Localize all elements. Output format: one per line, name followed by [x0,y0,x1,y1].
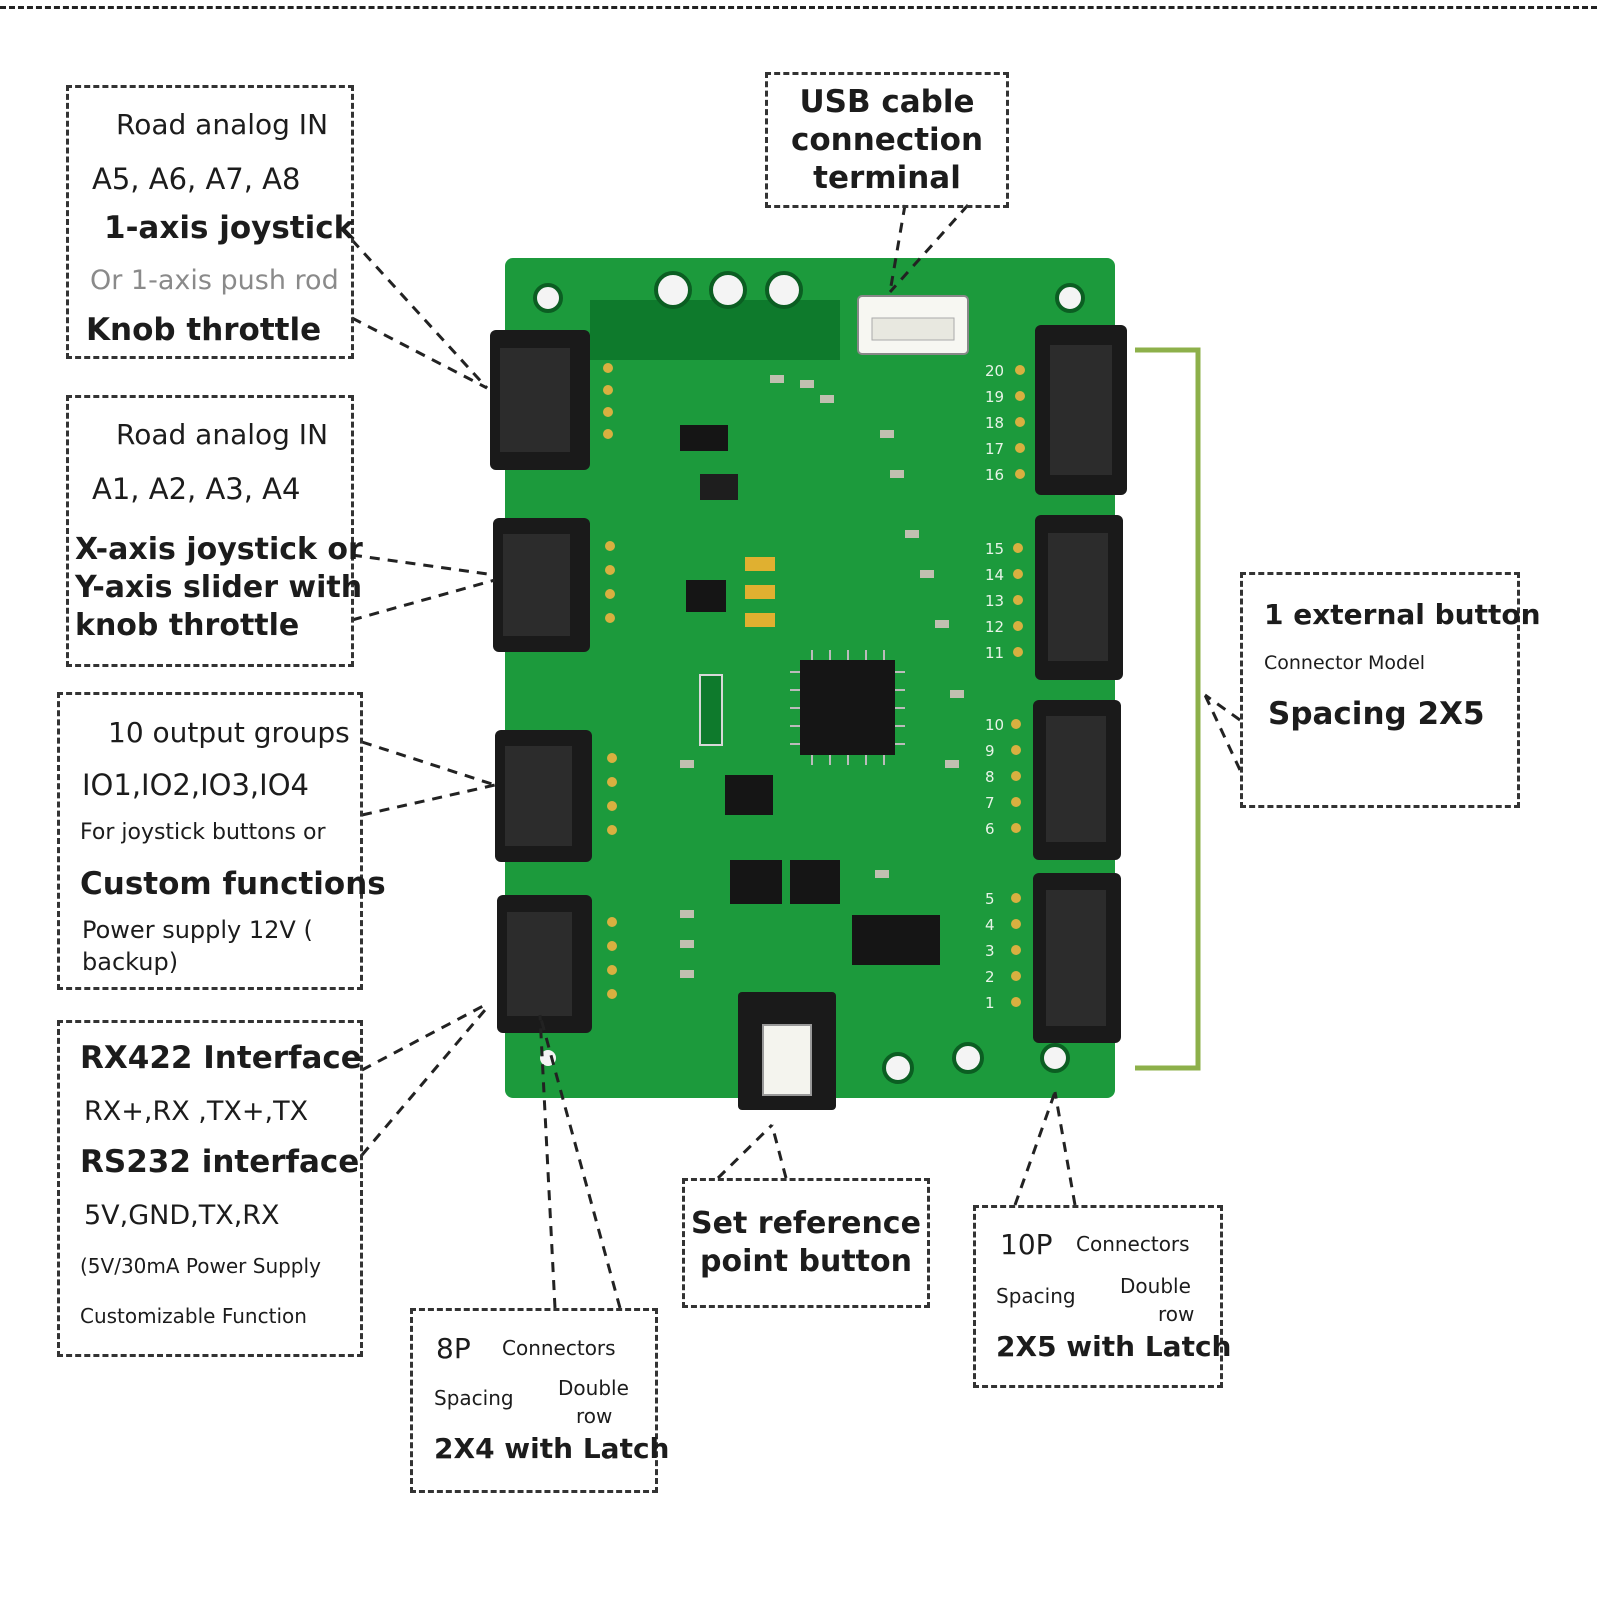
conn8-connectors: Connectors [502,1336,616,1360]
external-button-line3: Spacing 2X5 [1268,696,1485,732]
mount-hole [952,1042,984,1074]
conn10-count: 10P [1000,1228,1053,1261]
pin-number-label: 4 [985,916,995,934]
conn10-row: row [1158,1302,1195,1326]
external-button-line2: Connector Model [1264,652,1426,674]
road-analog-line1: 1-axis joystick [104,210,355,246]
road-analog2-line1: X-axis joystick or [75,532,363,567]
conn10-connectors: Connectors [1076,1232,1190,1256]
road-analog2-line2: Y-axis slider with [75,570,363,605]
road-analog2-line3: knob throttle [75,608,300,643]
mount-hole [1040,1043,1070,1073]
rx422-pins: RX+,RX ,TX+,TX [84,1096,309,1127]
pin-number-label: 19 [985,388,1004,406]
rs232-pins: 5V,GND,TX,RX [84,1200,280,1231]
right-connector-3 [1033,700,1121,860]
mount-hole [709,271,747,309]
left-connector-2 [493,518,590,652]
external-button-line1: 1 external button [1264,598,1541,631]
pin-number-label: 6 [985,820,995,838]
rx422-label: RX422 Interface [80,1040,362,1076]
output-groups-line2: Custom functions [80,866,386,902]
callout-usb-terminal [765,72,1009,208]
rs232-label: RS232 interface [80,1144,360,1180]
pcb-label-strip [590,300,840,360]
callout-8p-connectors [410,1308,658,1493]
pin-number-label: 15 [985,540,1004,558]
road-analog-line3: Knob throttle [86,312,322,348]
pin-number-label: 11 [985,644,1004,662]
conn10-spec: 2X5 with Latch [996,1330,1232,1363]
callout-road-analog-a1-a4 [66,395,354,667]
callout-output-groups [57,692,363,990]
serial-custom: Customizable Function [80,1304,307,1328]
right-connector-2 [1035,515,1123,680]
pin-number-label: 14 [985,566,1004,584]
callout-10p-connectors [973,1205,1223,1388]
bracket-line [1135,347,1201,1071]
pin-number-label: 18 [985,414,1004,432]
road-analog-title: Road analog IN [116,108,329,141]
left-connector-4 [497,895,592,1033]
mount-hole [654,271,692,309]
road-analog2-pins: A1, A2, A3, A4 [92,472,301,506]
pin-number-label: 17 [985,440,1004,458]
pin-number-label: 10 [985,716,1004,734]
right-connector-4 [1033,873,1121,1043]
mcu-chip [800,660,895,755]
conn8-spec: 2X4 with Latch [434,1432,670,1465]
road-analog-pins: A5, A6, A7, A8 [92,162,301,196]
conn8-count: 8P [436,1332,471,1365]
pin-number-label: 13 [985,592,1004,610]
mount-hole [882,1052,914,1084]
pin-number-label: 3 [985,942,995,960]
output-groups-title: 10 output groups [108,716,350,749]
mount-hole [1055,283,1085,313]
pin-number-label: 1 [985,994,995,1012]
usb-line1: USB cable [799,84,975,120]
pin-number-label: 5 [985,890,995,908]
callout-external-button [1240,572,1520,808]
callout-reference-button [682,1178,930,1308]
pin-number-label: 7 [985,794,995,812]
conn8-spacing: Spacing [434,1386,514,1410]
callout-serial-interfaces [57,1020,363,1357]
pin-number-label: 8 [985,768,995,786]
conn10-double: Double [1120,1274,1191,1298]
pin-number-label: 2 [985,968,995,986]
left-connector-3 [495,730,592,862]
road-analog-line2: Or 1-axis push rod [90,265,339,296]
output-groups-line1: For joystick buttons or [80,820,326,845]
mount-hole [533,283,563,313]
reference-line1: Set reference [691,1206,921,1241]
output-groups-line4: backup) [82,948,179,976]
road-analog2-title: Road analog IN [116,418,329,451]
pin-number-label: 20 [985,362,1004,380]
output-groups-line3: Power supply 12V ( [82,916,313,944]
pin-number-label: 9 [985,742,995,760]
top-dashed-border [0,6,1597,9]
right-connector-1 [1035,325,1127,495]
left-connector-1 [490,330,590,470]
pin-number-label: 16 [985,466,1004,484]
usb-line3: terminal [813,160,961,196]
pin-number-label: 12 [985,618,1004,636]
conn8-row: row [576,1404,613,1428]
usb-line2: connection [790,122,984,158]
serial-power: (5V/30mA Power Supply [80,1254,321,1278]
output-groups-pins: IO1,IO2,IO3,IO4 [82,768,309,802]
conn8-double: Double [558,1376,629,1400]
conn10-spacing: Spacing [996,1284,1076,1308]
mount-hole [765,271,803,309]
callout-road-analog-a5-a8 [66,85,354,359]
reference-line2: point button [700,1244,912,1279]
